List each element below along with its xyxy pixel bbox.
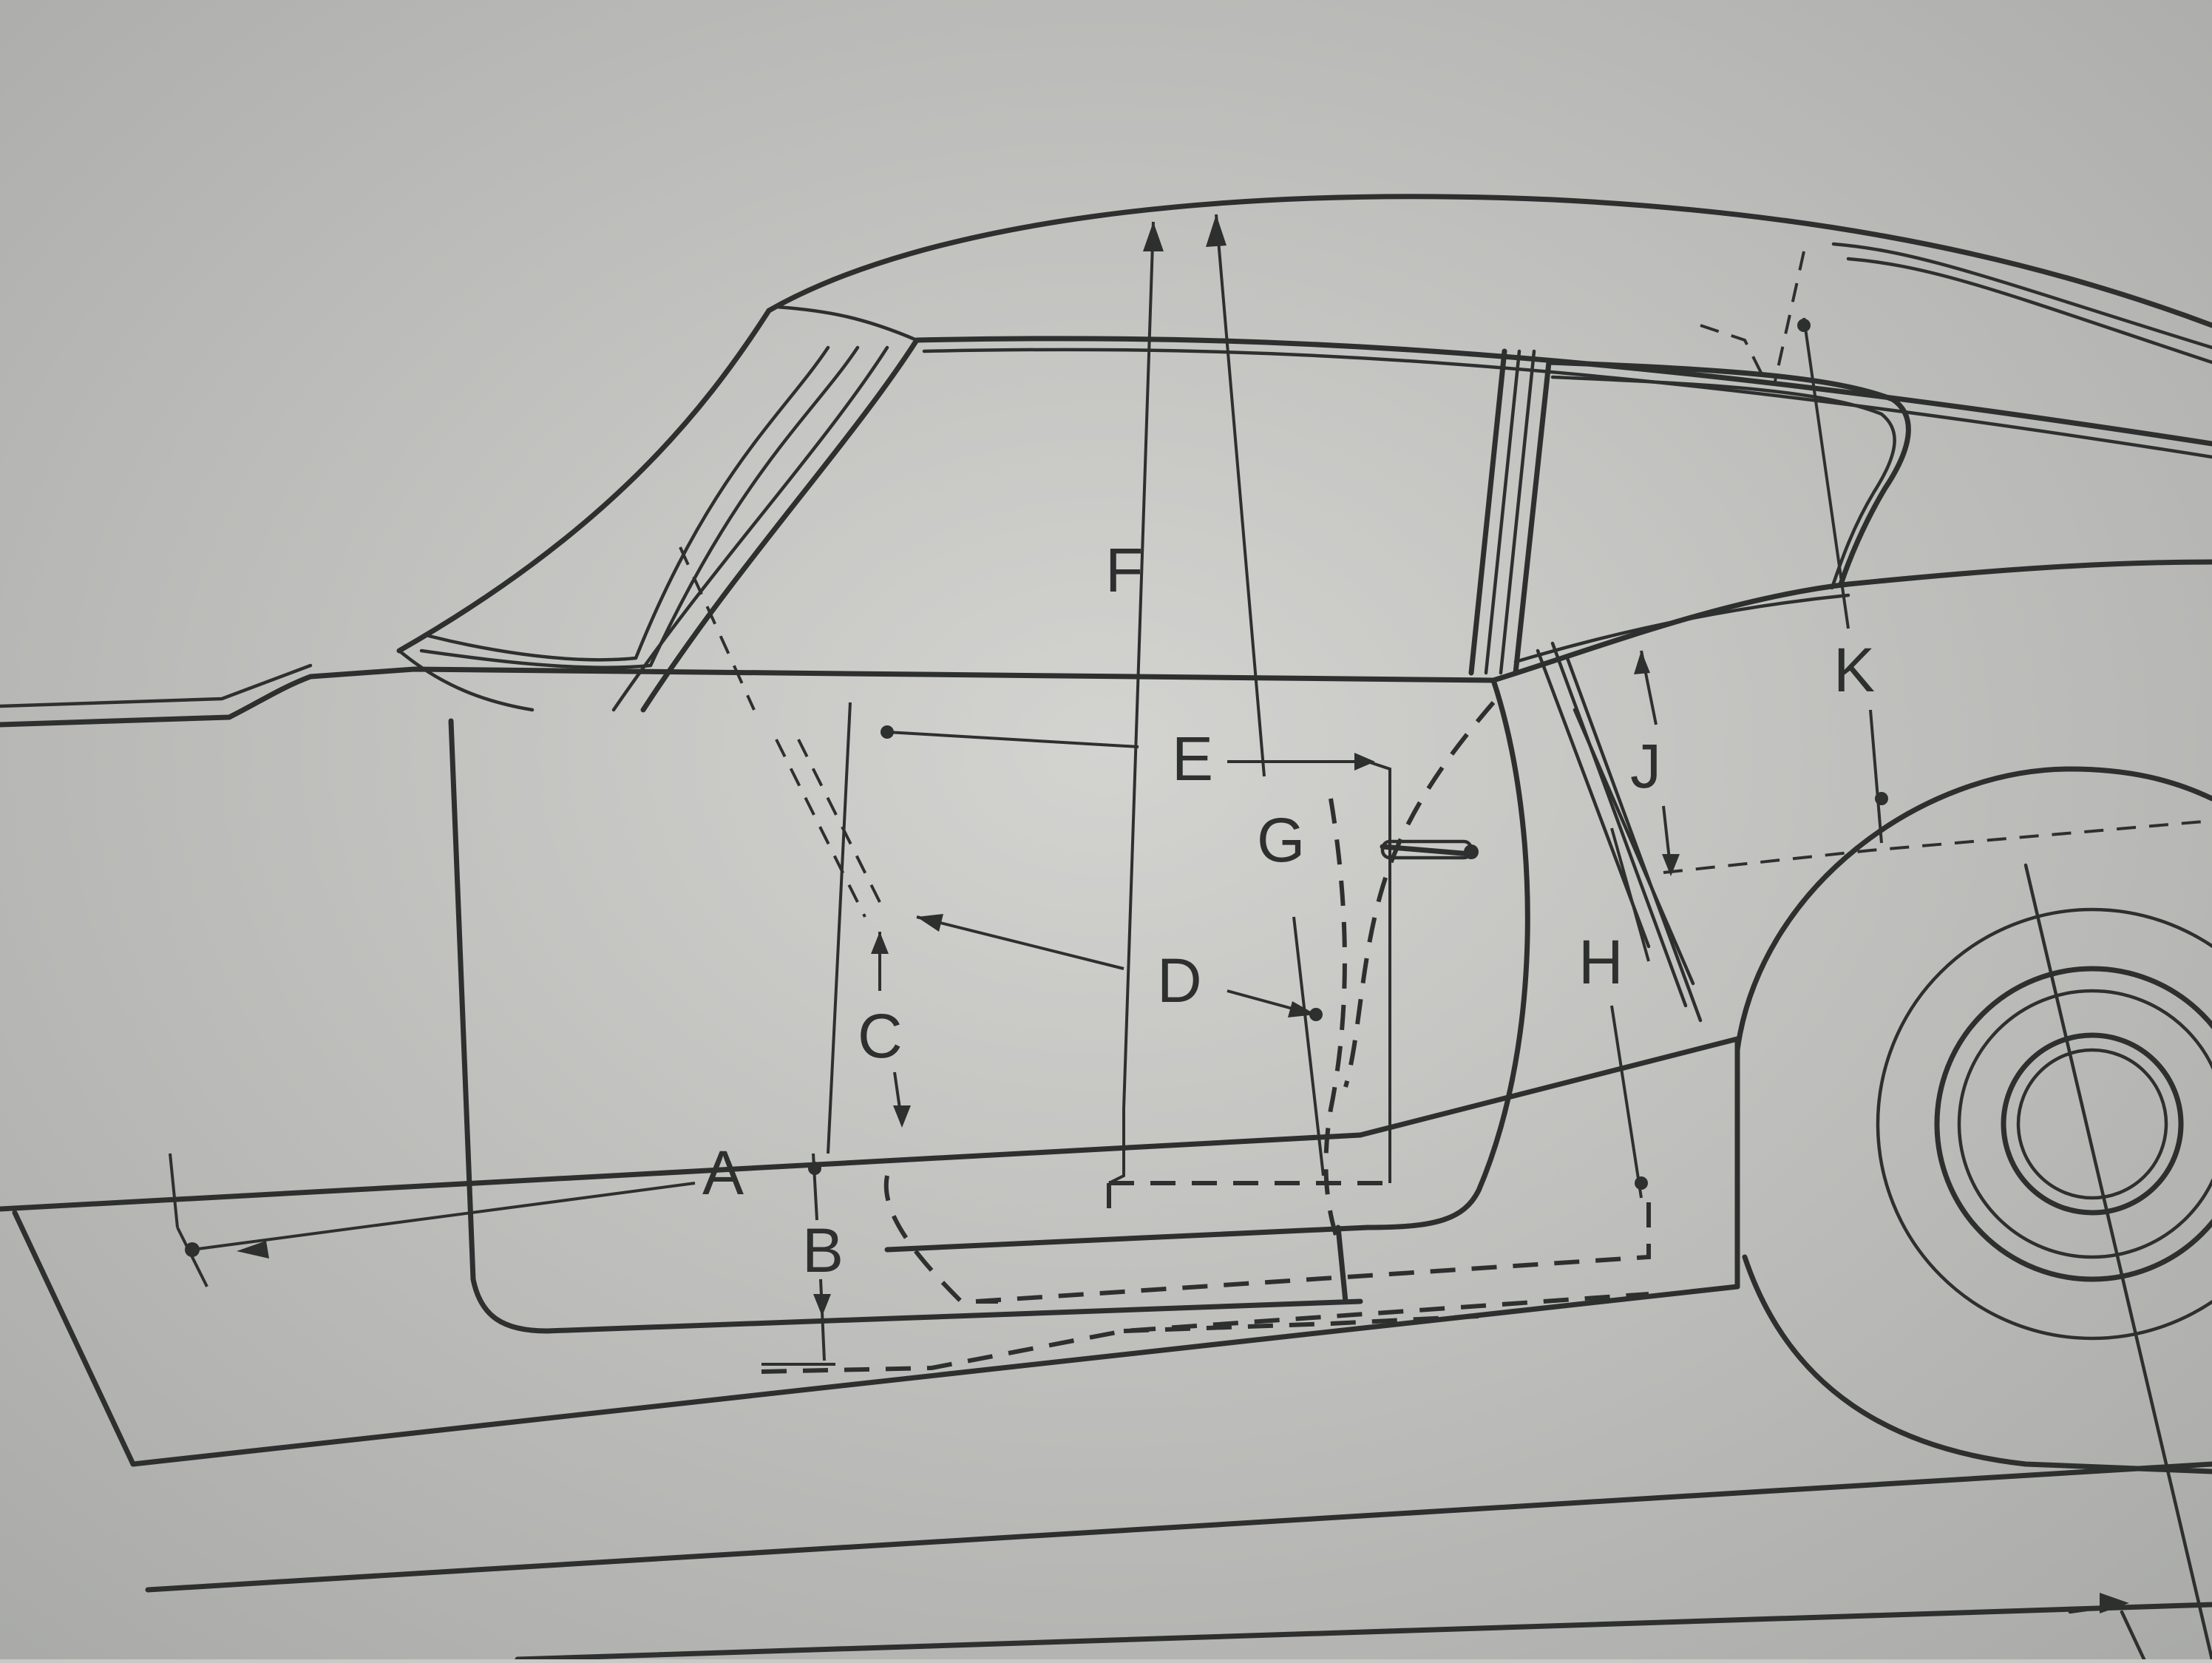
label-F: F [1105, 535, 1143, 605]
side-window [1468, 348, 1911, 676]
rear-wheel [1663, 766, 2212, 1662]
roof-outline [766, 194, 2212, 459]
belt-line [0, 559, 2212, 728]
rear-door-outline [884, 677, 1740, 1304]
label-G: G [1257, 805, 1305, 875]
dimension-labels: A B C D E F G H J K [702, 535, 1875, 1285]
label-B: B [802, 1216, 844, 1285]
label-K: K [1833, 635, 1875, 705]
label-H: H [1578, 927, 1624, 997]
floor-dashed-lines [761, 701, 1651, 1374]
label-C: C [858, 1001, 903, 1071]
dimension-lines [169, 214, 2129, 1614]
label-D: D [1157, 946, 1202, 1015]
label-A: A [702, 1138, 744, 1208]
label-E: E [1172, 724, 1213, 793]
windshield-frame [396, 308, 920, 713]
label-J: J [1630, 731, 1661, 801]
sill-line [145, 1461, 2212, 1662]
